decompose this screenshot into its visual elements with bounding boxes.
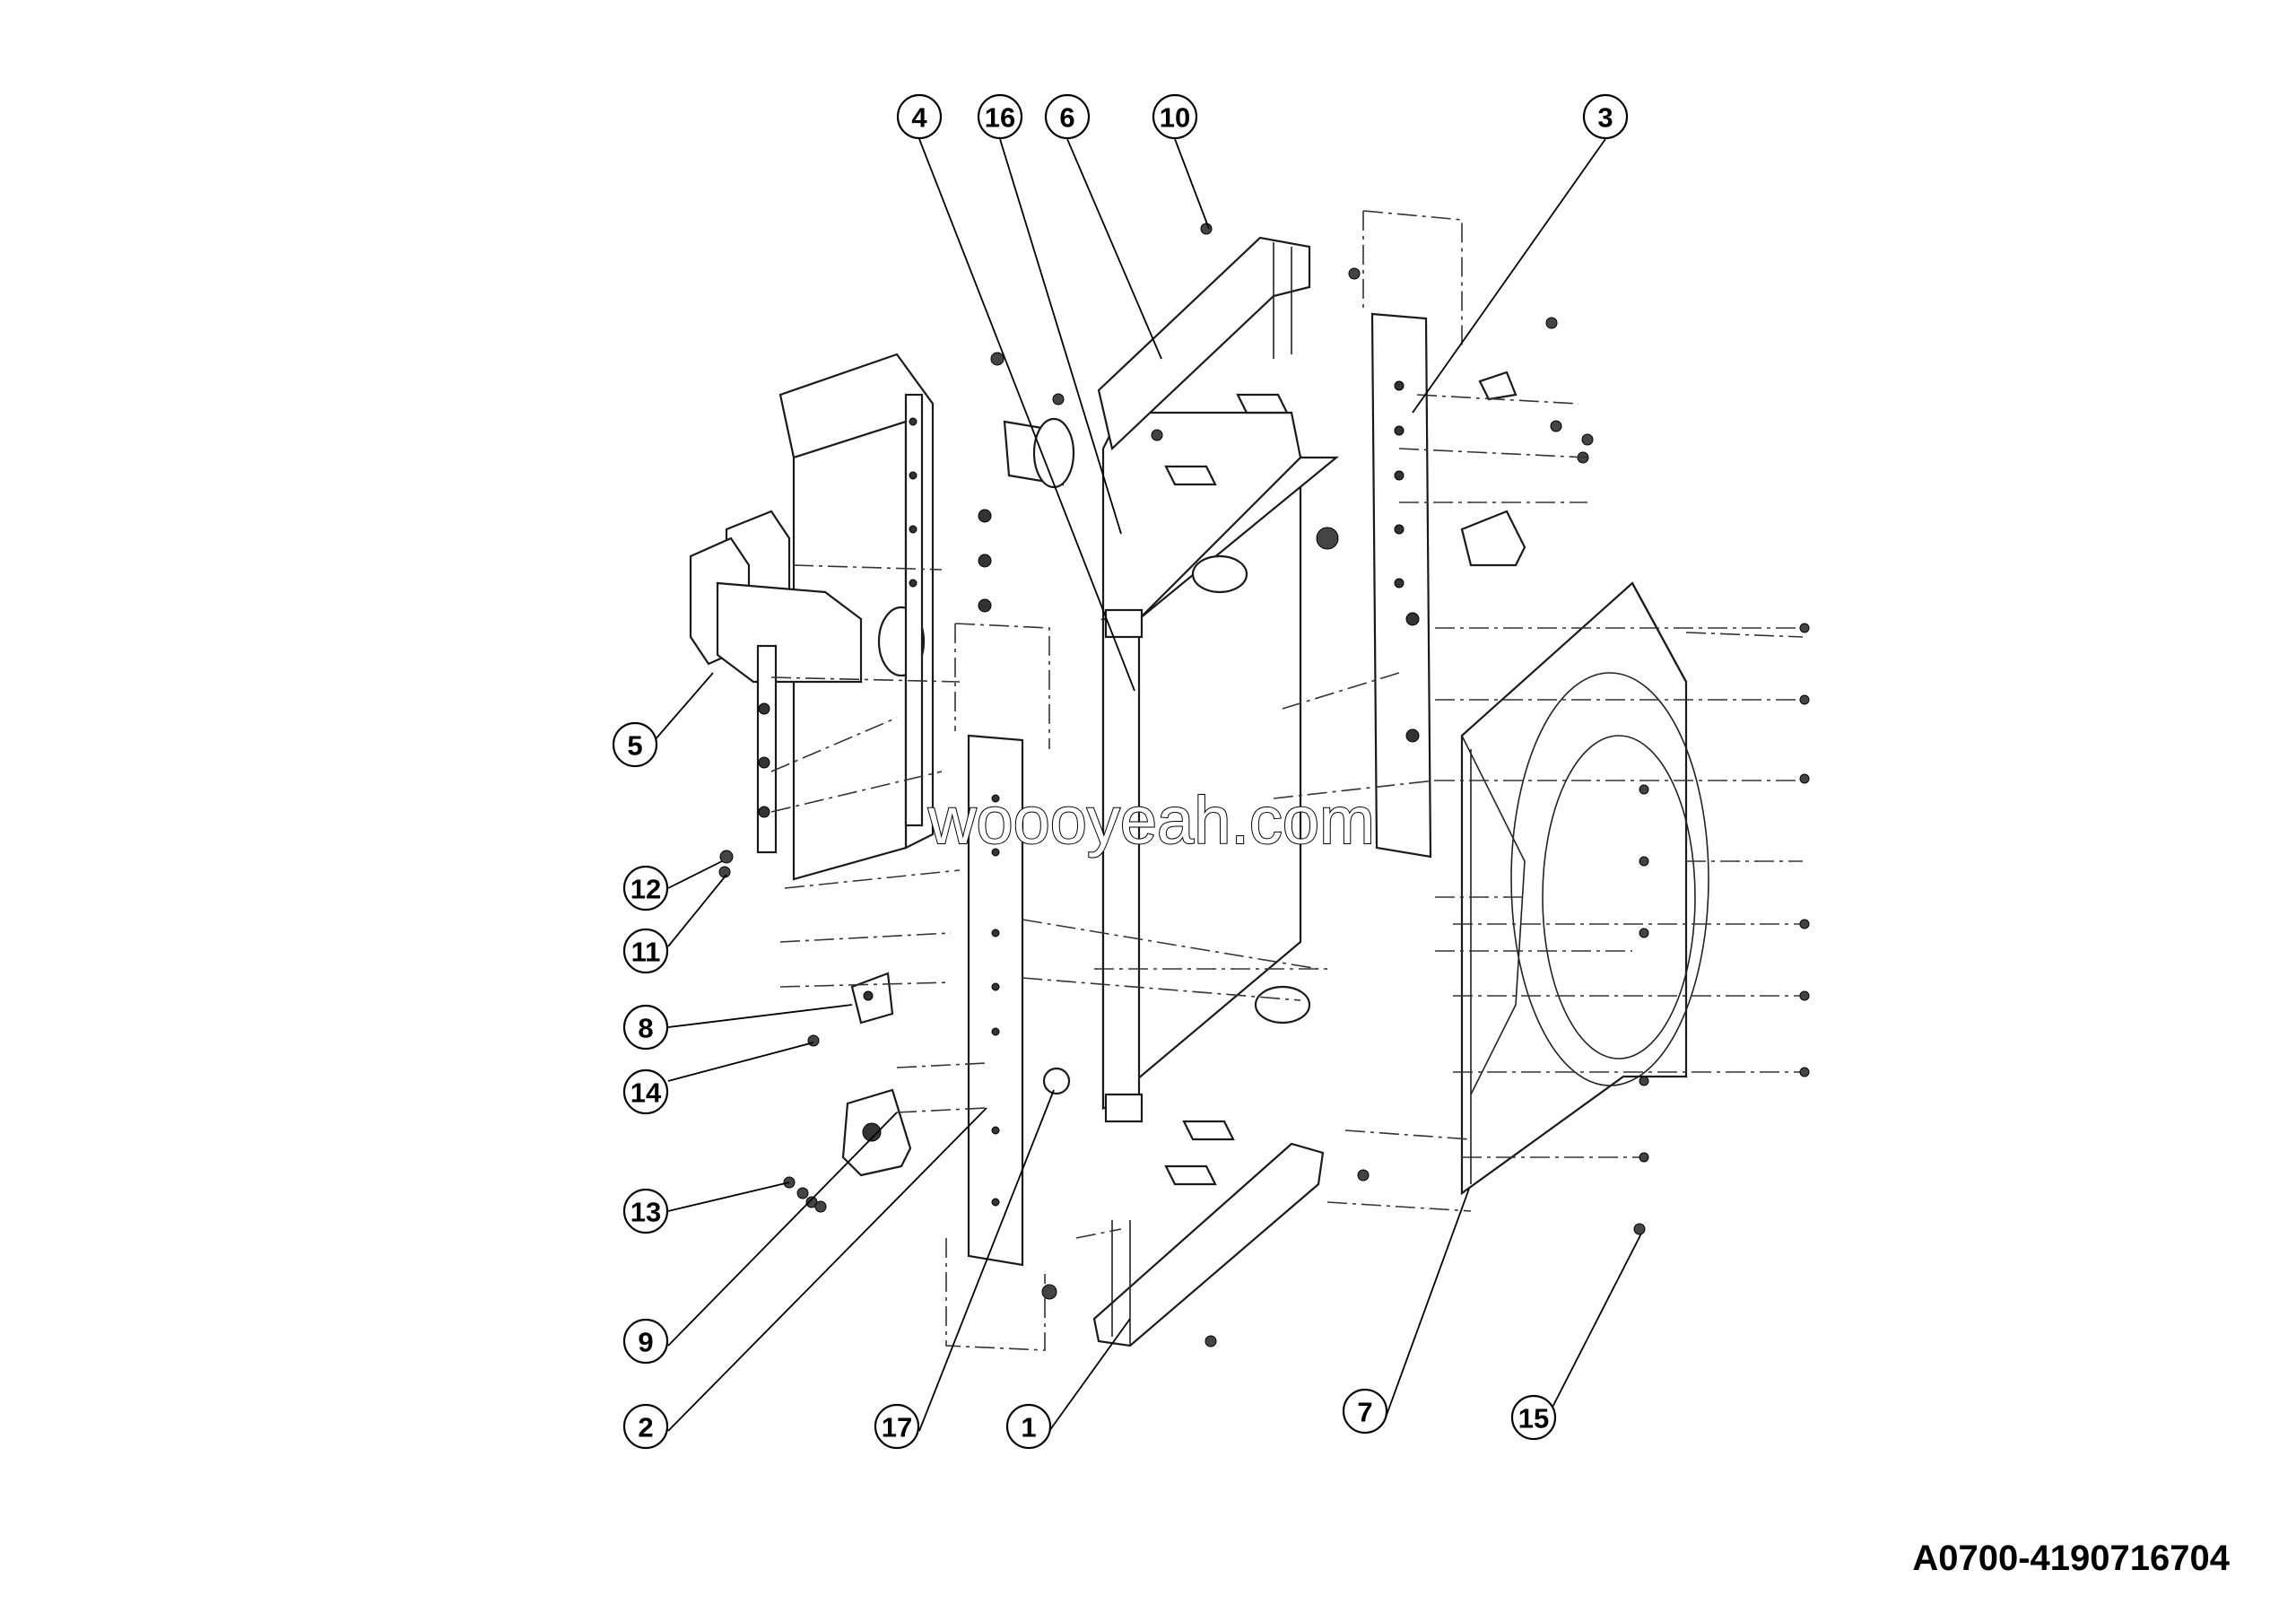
callout-9: 9 (622, 1318, 669, 1365)
callout-4: 4 (896, 93, 943, 140)
svg-text:8: 8 (638, 1013, 653, 1044)
svg-text:4: 4 (911, 102, 927, 134)
callout-6: 6 (1044, 93, 1091, 140)
svg-text:14: 14 (631, 1077, 662, 1109)
callout-5: 5 (612, 721, 658, 768)
callout-3: 3 (1582, 93, 1629, 140)
part-fan-shroud (1460, 581, 1709, 1196)
drawing-reference-code: A0700-4190716704 (1912, 1539, 2230, 1578)
svg-text:1: 1 (1021, 1412, 1036, 1443)
svg-text:16: 16 (985, 102, 1015, 134)
svg-text:10: 10 (1160, 102, 1190, 134)
svg-text:7: 7 (1357, 1397, 1372, 1428)
svg-text:3: 3 (1597, 102, 1613, 134)
svg-text:12: 12 (631, 874, 661, 905)
callout-17: 17 (874, 1403, 920, 1450)
callout-7: 7 (1342, 1388, 1388, 1435)
svg-text:5: 5 (627, 730, 642, 762)
callout-1: 1 (1005, 1403, 1052, 1450)
part-right-bolts (1639, 623, 1810, 1163)
callout-15: 15 (1510, 1394, 1557, 1441)
callout-8: 8 (622, 1004, 669, 1051)
watermark-text: woooyeah.com (927, 783, 1375, 858)
part-left-frame (689, 352, 1075, 881)
callout-16: 16 (977, 93, 1023, 140)
callout-14: 14 (622, 1068, 669, 1115)
part-left-plate (945, 623, 1050, 1351)
callout-11: 11 (622, 928, 669, 974)
callouts: 4 16 6 10 3 5 12 11 (612, 93, 1629, 1450)
part-center-lines (770, 394, 1804, 1239)
svg-text:9: 9 (638, 1327, 653, 1358)
svg-text:6: 6 (1059, 102, 1074, 134)
parts-drawing (689, 210, 1810, 1351)
svg-text:13: 13 (631, 1197, 661, 1228)
callout-2: 2 (622, 1403, 669, 1450)
part-radiator-core (1100, 393, 1340, 1186)
part-bottom-bracket (1041, 1142, 1370, 1347)
callout-10: 10 (1152, 93, 1198, 140)
callout-12: 12 (622, 865, 669, 911)
svg-text:11: 11 (631, 937, 661, 968)
svg-text:15: 15 (1518, 1403, 1549, 1435)
callout-13: 13 (622, 1188, 669, 1234)
leader-lines (654, 138, 1642, 1432)
svg-text:17: 17 (882, 1412, 912, 1443)
part-right-plate (1362, 210, 1463, 859)
part-top-bracket (1052, 222, 1361, 451)
svg-text:2: 2 (638, 1412, 653, 1443)
